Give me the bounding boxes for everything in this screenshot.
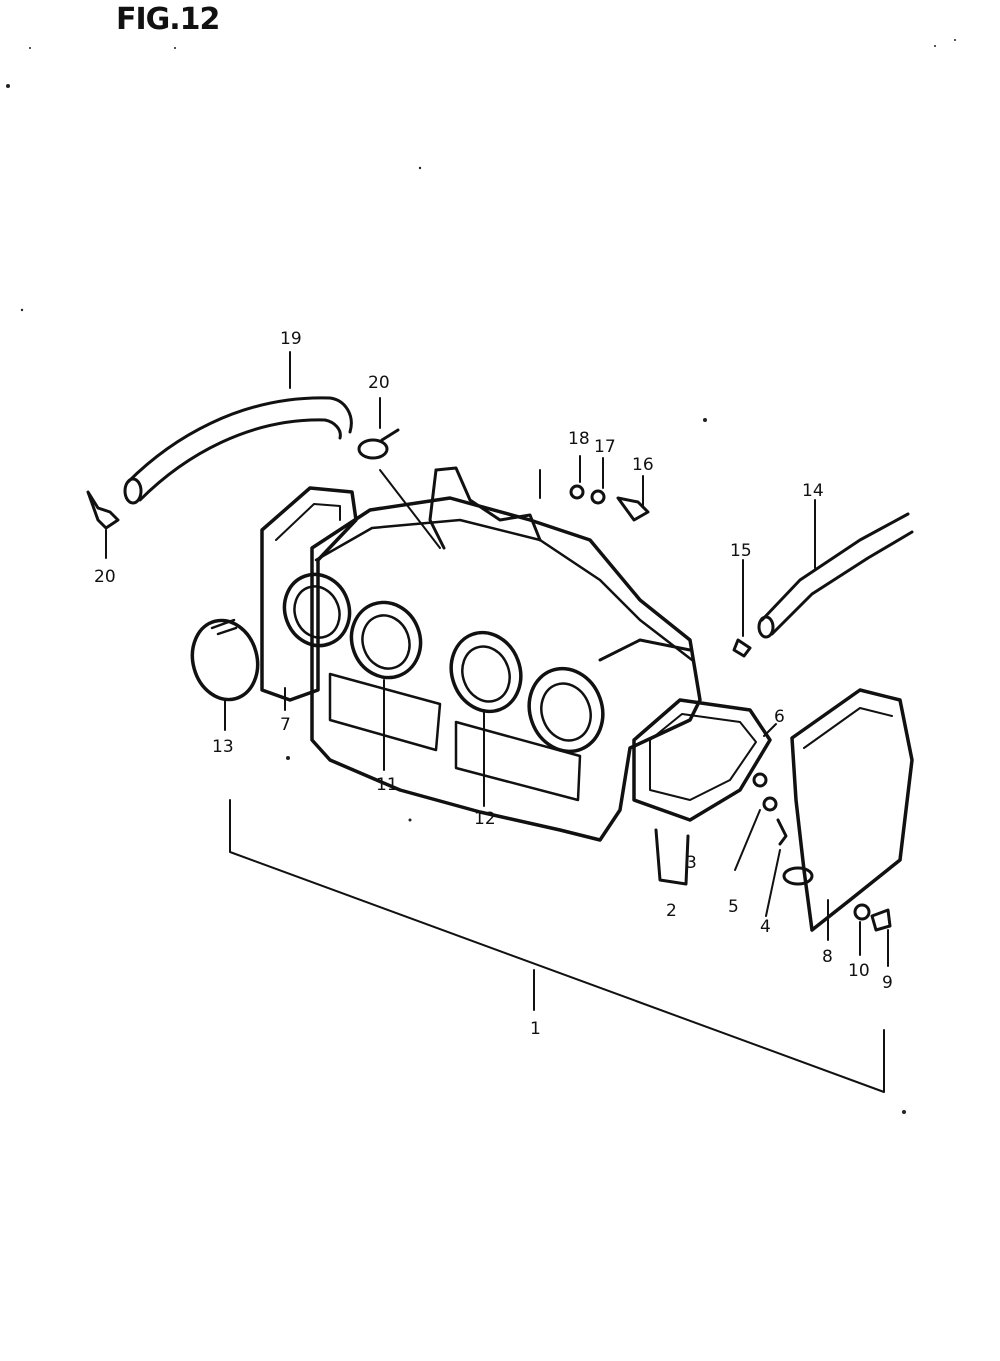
callout-20-left: 20 [94, 567, 116, 587]
filter-element [632, 698, 772, 886]
hardware-bits [569, 484, 892, 932]
callout-3: 3 [686, 853, 697, 873]
callout-13: 13 [212, 737, 234, 757]
band-clamp [190, 618, 260, 702]
left-cover [260, 486, 358, 702]
figure-title: FIG.12 [116, 2, 220, 37]
callout-17: 17 [594, 437, 616, 457]
callout-20-top: 20 [368, 373, 390, 393]
callout-11: 11 [376, 775, 398, 795]
callout-14: 14 [802, 481, 824, 501]
callout-9: 9 [882, 973, 893, 993]
hose-clamp-top [357, 428, 400, 460]
callout-12: 12 [474, 809, 496, 829]
callout-18: 18 [568, 429, 590, 449]
callout-1: 1 [530, 1019, 541, 1039]
breather-hose [123, 396, 353, 505]
callout-4: 4 [760, 917, 771, 937]
hose-clamp-left [86, 490, 120, 530]
air-cleaner-housing [310, 466, 702, 842]
scan-specks [6, 39, 956, 1114]
callout-16: 16 [632, 455, 654, 475]
leader-lines [105, 351, 889, 1093]
rear-cover [782, 688, 914, 932]
callout-labels: 1 2 3 4 5 6 7 8 9 10 11 12 13 14 15 16 1… [94, 329, 893, 1039]
intake-ports [282, 572, 605, 754]
callout-15: 15 [730, 541, 752, 561]
drain-tube [732, 512, 914, 658]
callout-10: 10 [848, 961, 870, 981]
callout-5: 5 [728, 897, 739, 917]
callout-8: 8 [822, 947, 833, 967]
callout-19: 19 [280, 329, 302, 349]
callout-6: 6 [774, 707, 785, 727]
callout-2: 2 [666, 901, 677, 921]
callout-7: 7 [280, 715, 291, 735]
